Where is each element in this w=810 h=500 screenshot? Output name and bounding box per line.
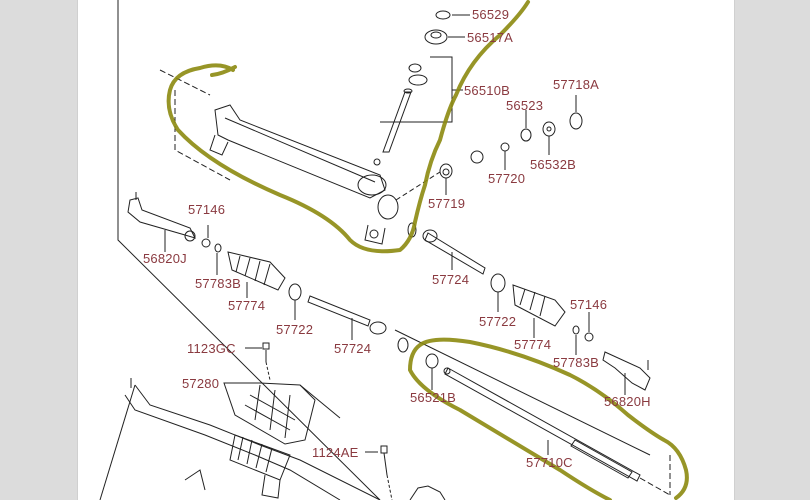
highlight-rack-bar-assembly (408, 337, 689, 500)
part-56517A-seal (424, 29, 465, 45)
part-label-57720[interactable]: 57720 (488, 171, 526, 186)
part-label-57774-left[interactable]: 57774 (228, 298, 266, 313)
part-57722-clamp-right (490, 273, 506, 312)
part-label-57783B-right[interactable]: 57783B (553, 355, 600, 370)
part-label-56517A[interactable]: 56517A (467, 30, 514, 45)
part-label-56510B[interactable]: 56510B (464, 83, 511, 98)
part-label-57724-upper[interactable]: 57724 (432, 272, 470, 287)
part-57718A-seal (569, 95, 583, 130)
part-label-56521B[interactable]: 56521B (410, 390, 457, 405)
part-label-57719[interactable]: 57719 (428, 196, 466, 211)
part-label-57722-right[interactable]: 57722 (479, 314, 517, 329)
part-label-56532B[interactable]: 56532B (530, 157, 577, 172)
part-57146-nut-left (201, 225, 211, 248)
assembly-frame-line (174, 90, 231, 181)
part-label-56820J[interactable]: 56820J (143, 251, 187, 266)
part-label-57710C[interactable]: 57710C (526, 455, 573, 470)
part-57783B-nut-left (214, 243, 222, 275)
part-label-57724-lower[interactable]: 57724 (334, 341, 372, 356)
part-57720-nut (500, 142, 510, 170)
part-label-56820H[interactable]: 56820H (604, 394, 651, 409)
part-57722-clamp-left (288, 283, 302, 320)
highlight-gear-box-housing (210, 65, 237, 77)
part-56820J-tie-rod-end (127, 192, 196, 252)
assembly-frame-line (117, 0, 381, 500)
part-1124AE-bolt (365, 445, 393, 500)
part-label-57718A[interactable]: 57718A (553, 77, 600, 92)
part-ring (470, 150, 484, 164)
part-56523-ring (520, 110, 532, 142)
part-pinion-shaft (373, 88, 413, 166)
assembly-frame-line (99, 384, 136, 500)
part-57280-heat-protector (223, 382, 341, 445)
part-label-57146-right[interactable]: 57146 (570, 297, 608, 312)
part-56820H-tie-rod-end (602, 351, 651, 395)
assembly-frame-line (394, 329, 651, 456)
part-gear-box-housing (209, 104, 441, 245)
part-ring (397, 337, 409, 353)
part-label-1124AE[interactable]: 1124AE (312, 445, 359, 460)
part-56521B-plug (425, 353, 439, 390)
part-57719 (442, 168, 450, 176)
part-label-57783B-left[interactable]: 57783B (195, 276, 242, 291)
part-57774-boot-right (512, 284, 566, 338)
part-label-1123GC[interactable]: 1123GC (187, 341, 236, 356)
part-assembled-gear (124, 378, 381, 500)
part-label-56523[interactable]: 56523 (506, 98, 544, 113)
part-57724-inner-rod-lower (307, 295, 387, 340)
part-1123GC-bolt (245, 342, 271, 381)
assembly-frame-line (159, 69, 211, 96)
part-label-57722-left[interactable]: 57722 (276, 322, 314, 337)
part-56529-washer (435, 10, 470, 20)
part-57719-bushing (439, 163, 453, 195)
part-57710C-rack-bar (443, 367, 671, 496)
part-57724-inner-rod-upper (422, 229, 486, 275)
part-57783B-nut-right (572, 325, 580, 355)
part-label-57280[interactable]: 57280 (182, 376, 220, 391)
highlight-gear-box-housing (166, 0, 530, 254)
part-56510B-kit (380, 56, 463, 123)
part-57774-boot-left (227, 251, 286, 298)
part-label-56529[interactable]: 56529 (472, 7, 510, 22)
part-57146-nut-right (584, 312, 594, 342)
part-label-57146-left[interactable]: 57146 (188, 202, 226, 217)
part-housing-fragment (409, 485, 446, 500)
part-56532B-yoke (542, 121, 556, 155)
part-label-57774-right[interactable]: 57774 (514, 337, 552, 352)
